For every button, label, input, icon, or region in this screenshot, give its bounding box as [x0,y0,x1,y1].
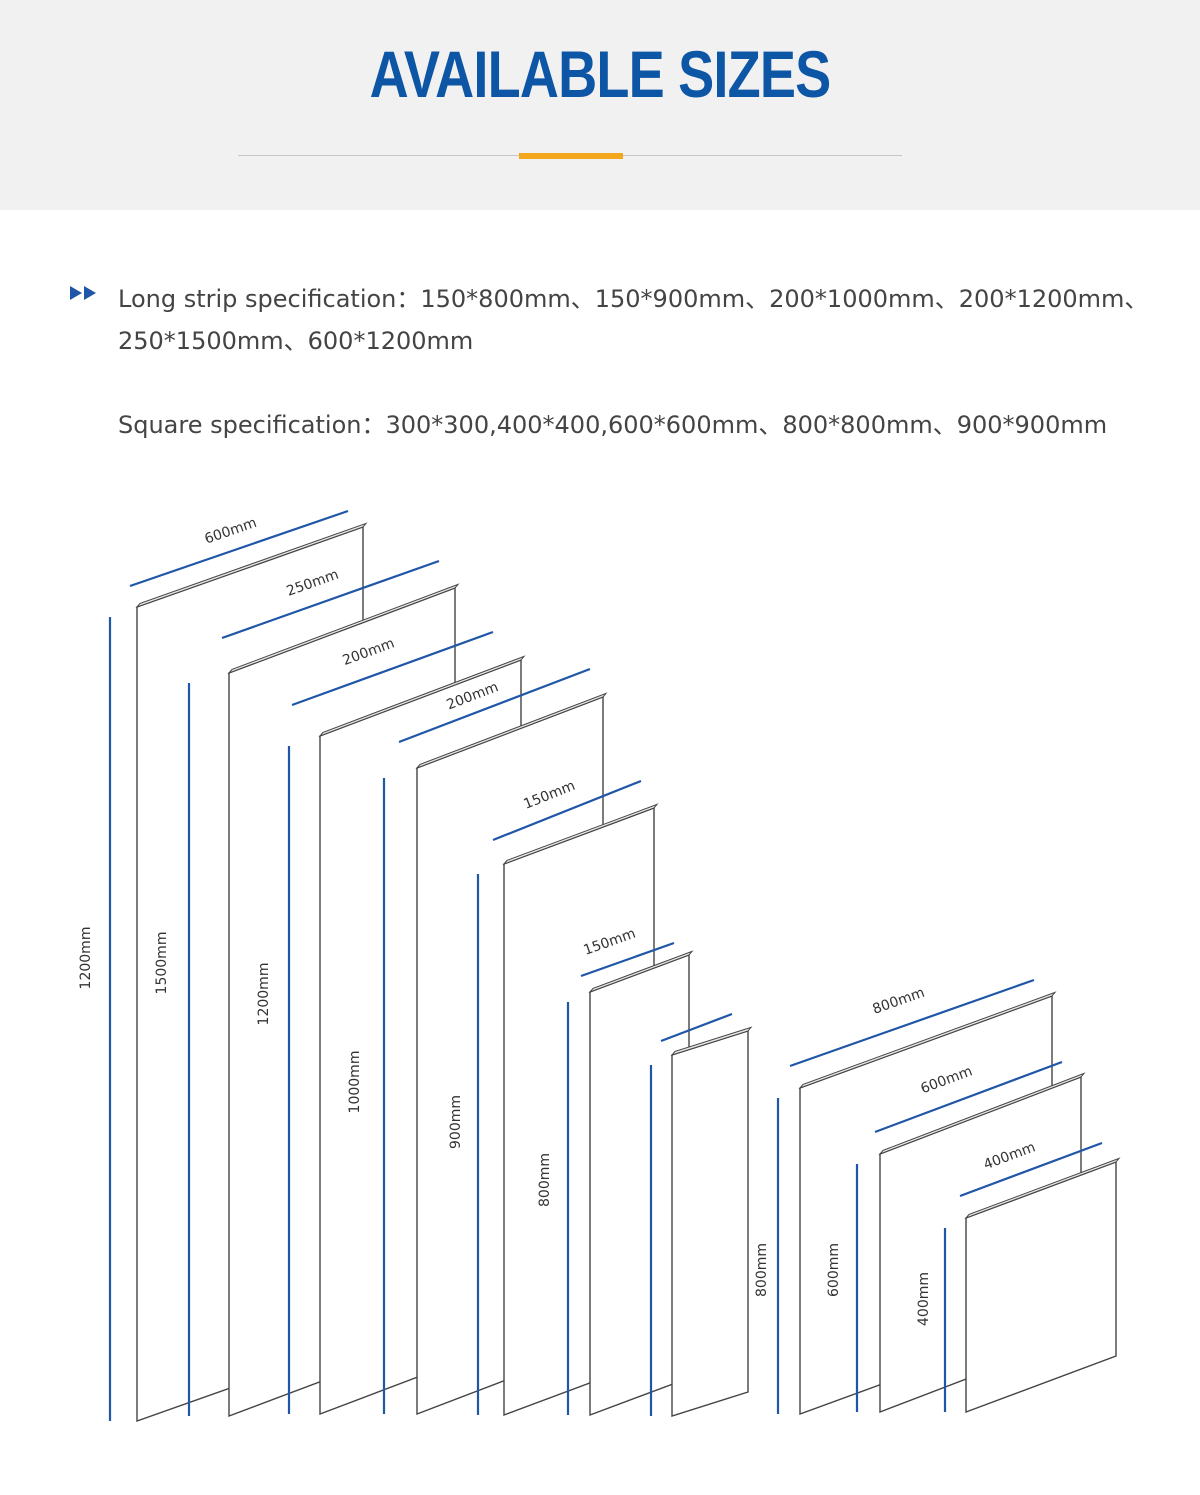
strip-panel-1-edge [135,522,368,609]
square-width-dimension-line-3 [959,1141,1103,1198]
long-strip-spec-line-2: 250*1500mm、600*1200mm [118,327,474,355]
strip-panel-7-edge [670,1026,753,1056]
title-divider-accent [519,153,623,159]
strip-height-label-5: 900mm [448,1095,464,1149]
square-panel-1-edge [798,991,1057,1090]
long-strip-spec-line-1: Long strip specification：150*800mm、150*9… [118,285,1149,313]
panel-group [135,522,1121,1422]
square-spec: Square specification：300*300,400*400,600… [118,411,1108,439]
strip-width-dimension-line-7 [660,1012,733,1043]
square-width-dimension-line-2 [874,1060,1063,1134]
square-panel-2-edge [878,1072,1086,1156]
square-height-label-1: 800mm [754,1243,770,1297]
strip-panel-2-edge [227,583,460,675]
header-band [0,0,1200,210]
strip-height-label-1: 1200mm [78,927,94,990]
strip-width-dimension-line-5 [492,779,642,842]
square-height-label-2: 600mm [826,1243,842,1297]
strip-panel-6-edge [588,950,694,994]
strip-panel-7 [671,1030,749,1417]
strip-height-label-2: 1500mm [154,932,170,995]
page-title: AVAILABLE SIZES [369,37,832,111]
strip-panel-5-edge [502,803,659,866]
square-width-label-1: 800mm [871,985,927,1018]
square-panel-3-edge [964,1157,1121,1220]
double-arrow-icon [70,286,96,300]
strip-height-label-4: 1000mm [347,1051,363,1114]
strip-width-dimension-line-4 [398,667,591,744]
strip-panel-3-edge [318,655,526,738]
strip-width-dimension-line-2 [221,559,440,640]
strip-height-label-3: 1200mm [256,963,272,1026]
square-width-dimension-line-1 [789,978,1035,1068]
strip-width-dimension-line-3 [291,630,494,707]
strip-width-dimension-line-1 [129,509,349,588]
strip-panel-4-edge [415,692,608,770]
strip-width-dimension-line-6 [580,941,675,978]
strip-width-label-1: 600mm [203,515,259,548]
square-height-label-3: 400mm [916,1272,932,1326]
strip-height-label-6: 800mm [537,1153,553,1207]
dimension-line-group [108,509,1103,1421]
